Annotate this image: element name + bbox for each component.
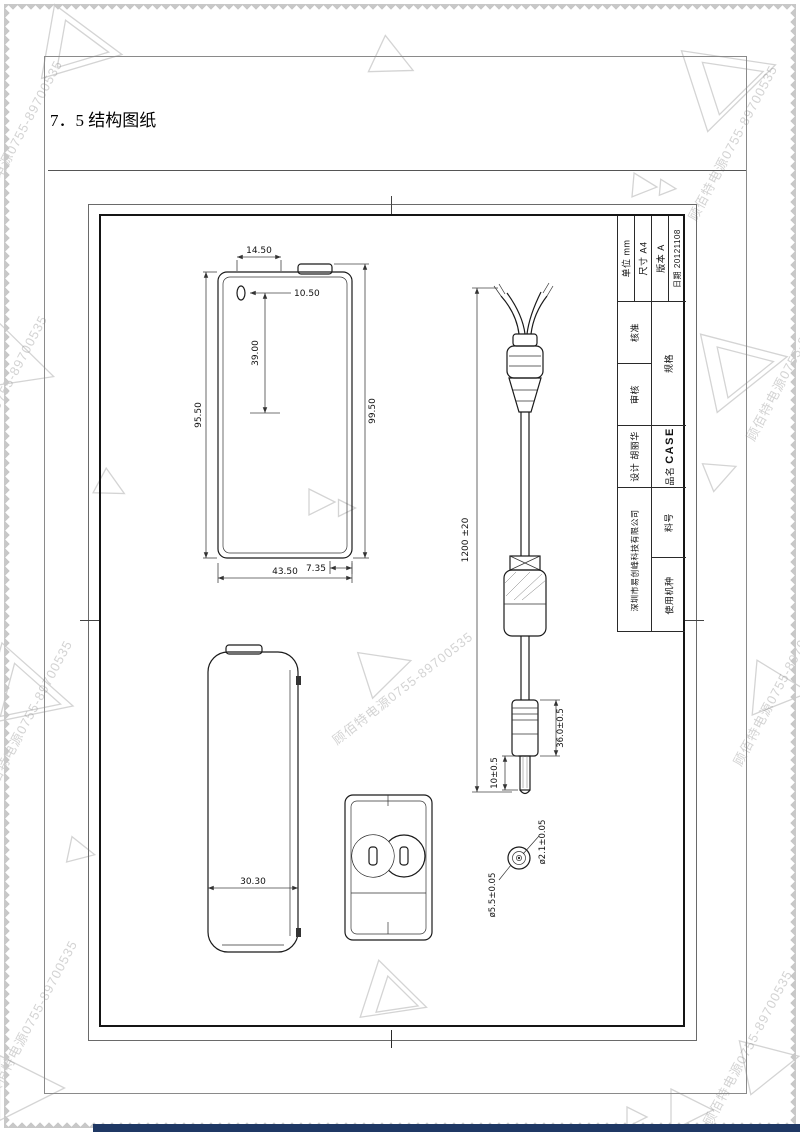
title-block-date-cell: 日期 20121108: [669, 216, 686, 302]
partno-label: 料号: [664, 512, 675, 533]
size-value: A4: [638, 241, 649, 254]
sheet-tick-top: [391, 196, 392, 214]
sheet-inner-border: [99, 214, 685, 1027]
title-block-unit-cell: 单位 mm: [618, 216, 635, 302]
content-frame: [44, 56, 747, 1094]
approved-label: 核准: [629, 322, 640, 343]
footer-accent-bar: [93, 1124, 800, 1132]
company-name: 深圳市易创峰科技有限公司: [630, 509, 639, 611]
designed-label: 设计: [630, 462, 641, 482]
unit-label: 单位: [621, 258, 632, 278]
title-block-spec-cell: 规格: [652, 302, 686, 426]
title-block-company-cell: 深圳市易创峰科技有限公司: [618, 488, 652, 632]
section-heading: 7．5 结构图纸: [50, 111, 157, 130]
product-name: CASE: [663, 427, 676, 464]
rev-label: 版本: [655, 253, 666, 273]
title-block-checked-cell: 审核: [618, 364, 652, 426]
heading-rule: [48, 170, 746, 171]
product-label: 品名: [664, 466, 675, 486]
designer-name: 胡丽华: [630, 431, 641, 460]
sheet-tick-bottom: [391, 1030, 392, 1048]
title-block-approved-cell: 核准: [618, 302, 652, 364]
spec-label: 规格: [664, 353, 675, 374]
sheet-tick-right: [685, 620, 704, 621]
checked-label: 审核: [629, 384, 640, 405]
rev-value: A: [655, 244, 666, 251]
sheet-outer-border: [88, 204, 697, 1041]
title-block: 单位 mm 尺寸 A4 版本 A 日期 20121108 核准 审核 设计 胡丽…: [617, 216, 686, 632]
title-block-rev-cell: 版本 A: [652, 216, 669, 302]
title-block-partno-cell: 料号: [652, 488, 686, 558]
size-label: 尺寸: [638, 256, 649, 276]
model-label: 使用机种: [664, 575, 675, 615]
date-label: 日期: [673, 270, 683, 288]
title-block-model-cell: 使用机种: [652, 558, 686, 632]
zigzag-border-left: [4, 4, 12, 1128]
title-block-product-cell: 品名 CASE: [652, 426, 686, 488]
zigzag-border-right: [788, 4, 796, 1128]
date-value: 20121108: [673, 229, 683, 269]
zigzag-border-top: [4, 4, 796, 12]
sheet-tick-left: [80, 620, 99, 621]
title-block-size-cell: 尺寸 A4: [635, 216, 652, 302]
unit-value: mm: [621, 239, 632, 256]
title-block-designed-cell: 设计 胡丽华: [618, 426, 652, 488]
